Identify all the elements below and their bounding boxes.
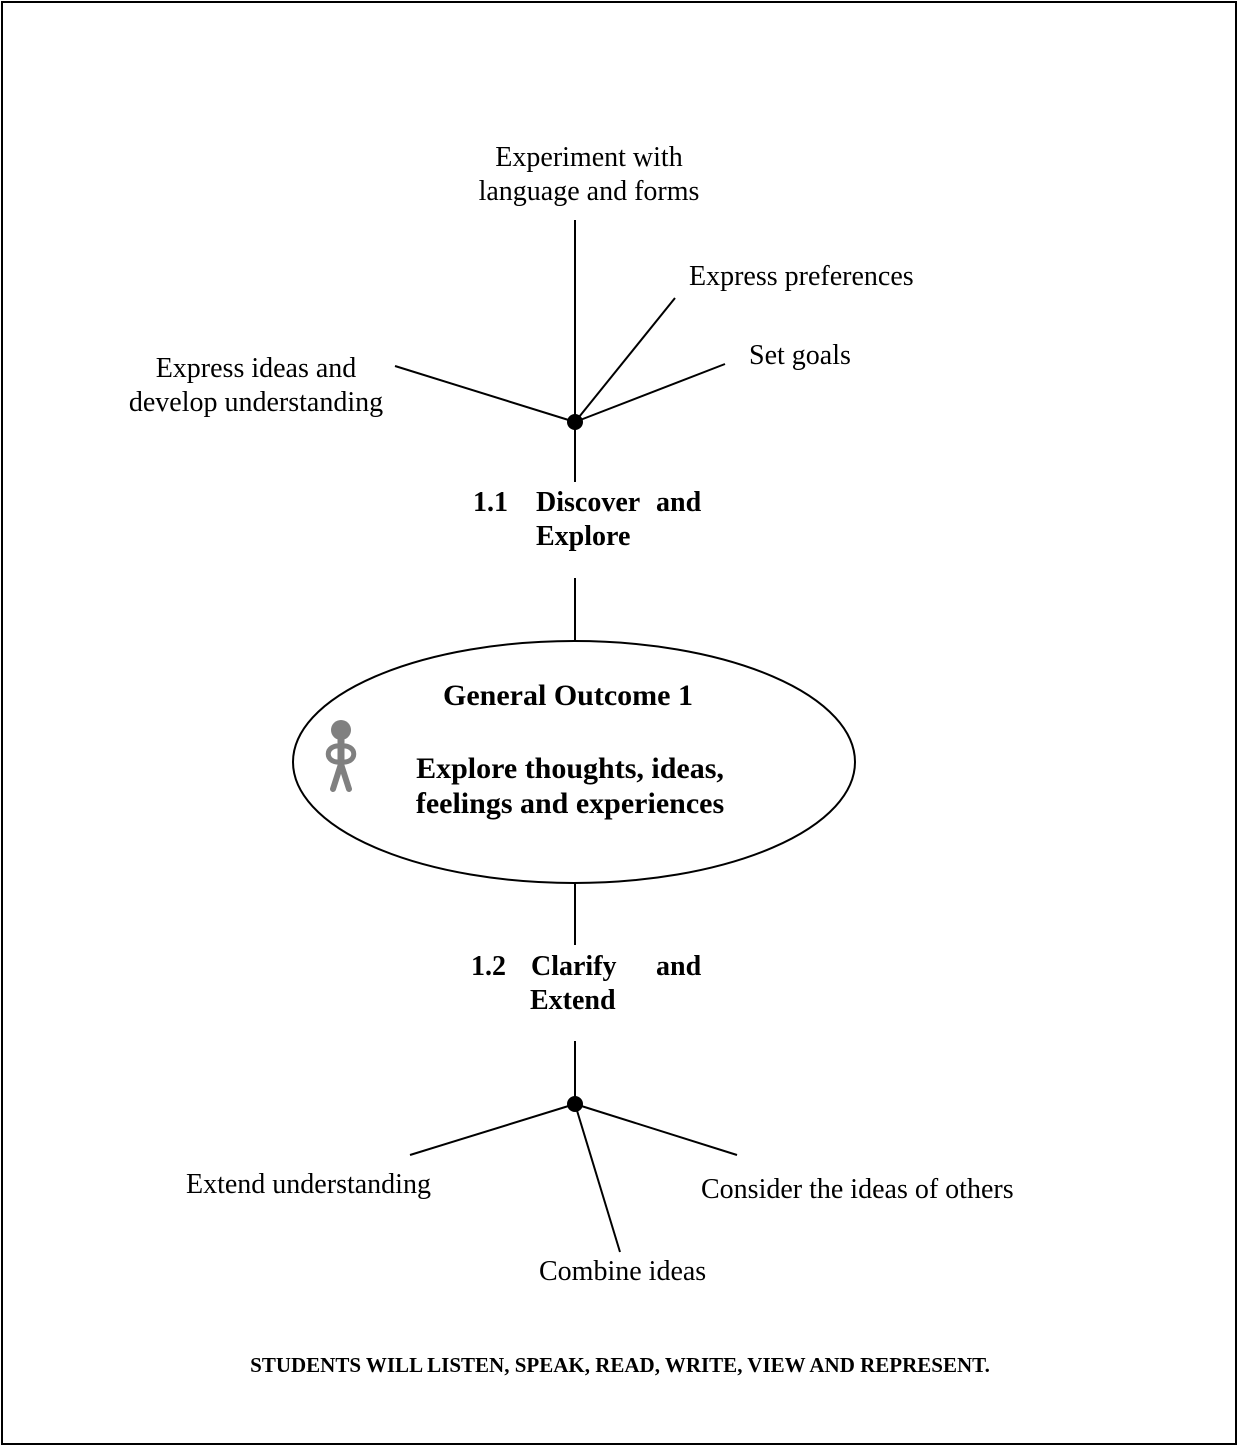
general-outcome-heading: General Outcome 1: [443, 679, 693, 712]
branch-experiment-label: Experiment with language and forms: [479, 141, 700, 209]
connector-extend: [409, 1103, 576, 1156]
hub-dot-top: [567, 414, 583, 430]
hub-dot-bottom: [567, 1096, 583, 1112]
person-icon: [325, 720, 357, 792]
connector-preferences: [574, 297, 676, 423]
branch-preferences-label: Express preferences: [689, 261, 914, 292]
branch-ideas-line1: Express ideas and: [155, 353, 357, 384]
sub-outcome-1-title-word: Discover: [536, 487, 641, 518]
branch-combine-label: Combine ideas: [539, 1256, 707, 1287]
connector-consider: [574, 1103, 738, 1156]
general-outcome-line2: feelings and experiences: [415, 787, 725, 820]
sub-outcome-2-number: 1.2: [471, 951, 506, 982]
sub-outcome-2-title-word: Clarify: [531, 951, 617, 982]
sub-outcome-1-number: 1.1: [473, 487, 508, 518]
branch-ideas-label: Express ideas and develop understanding: [129, 352, 383, 420]
footer-statement: STUDENTS WILL LISTEN, SPEAK, READ, WRITE…: [250, 1353, 990, 1377]
branch-experiment-line1: Experiment with: [495, 142, 683, 173]
general-outcome-line1: Explore thoughts, ideas,: [416, 752, 724, 785]
branch-experiment-line2: language and forms: [478, 176, 700, 207]
central-ellipse: [292, 640, 856, 884]
branch-goals-label: Set goals: [749, 340, 851, 371]
branch-ideas-line2: develop understanding: [128, 387, 384, 418]
branch-consider-label: Consider the ideas of others: [701, 1174, 1014, 1205]
sub-outcome-1-title-line2: Explore: [536, 521, 631, 552]
sub-outcome-1-and: and: [656, 487, 702, 518]
connector-ideas: [394, 365, 576, 423]
connector-goals: [574, 363, 726, 423]
branch-extend-label: Extend understanding: [186, 1169, 431, 1200]
sub-outcome-2-title-line2: Extend: [530, 985, 616, 1016]
connector-combine: [574, 1103, 621, 1253]
sub-outcome-2-and: and: [656, 951, 702, 982]
